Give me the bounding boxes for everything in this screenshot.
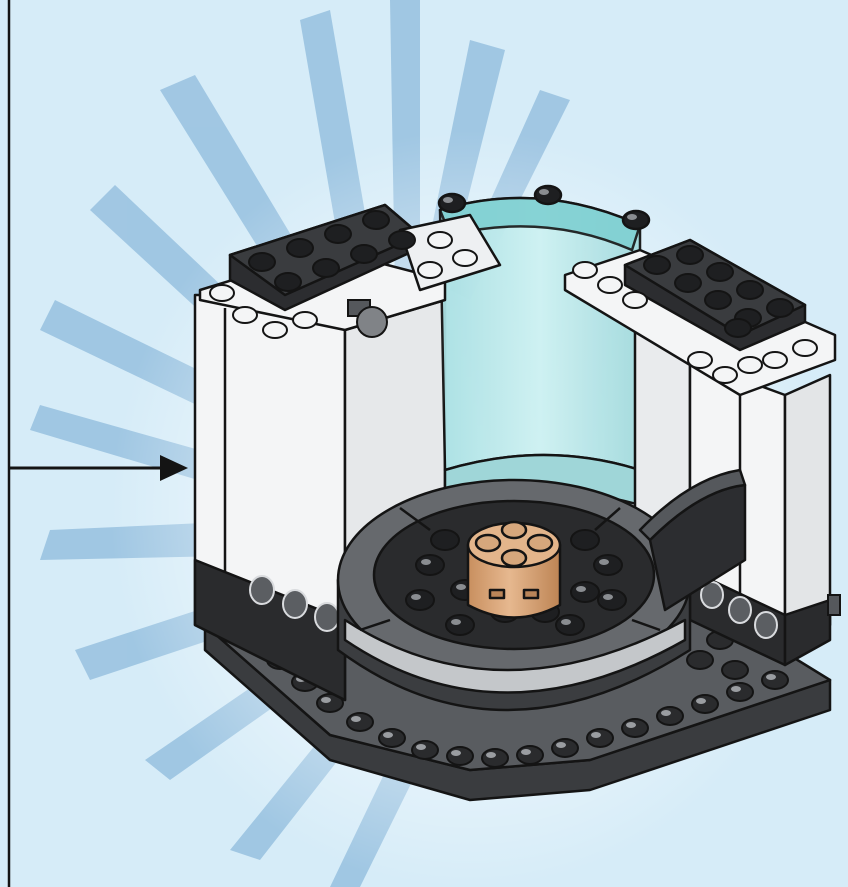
baseplate-studs bbox=[241, 620, 789, 768]
right-white-studs bbox=[572, 261, 818, 384]
left-top-studs bbox=[248, 210, 416, 292]
left-white-studs bbox=[209, 231, 478, 339]
side-clip bbox=[827, 594, 841, 616]
curved-slope bbox=[638, 468, 747, 612]
tan-round-brick bbox=[466, 520, 562, 619]
callout-arrow-icon bbox=[9, 455, 188, 481]
ring-stud-highlights bbox=[411, 559, 613, 625]
ball-joint bbox=[347, 299, 388, 338]
right-top-studs bbox=[643, 245, 794, 338]
